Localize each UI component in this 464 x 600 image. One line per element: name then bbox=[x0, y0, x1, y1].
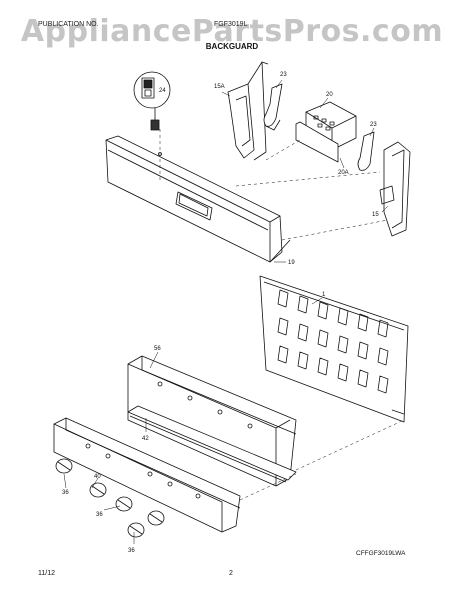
end-bracket-left bbox=[227, 61, 269, 161]
callout-56: 56 bbox=[154, 346, 161, 352]
callout-36-a: 36 bbox=[62, 490, 69, 496]
callout-23-right: 23 bbox=[370, 122, 377, 128]
alignment-lines bbox=[159, 128, 405, 501]
callout-labels: 24 15A 23 20 20A 23 15 19 1 56 42 40 36 … bbox=[62, 72, 379, 554]
bracket-clip-left bbox=[263, 83, 283, 131]
control-module bbox=[295, 101, 357, 163]
callout-36-b: 36 bbox=[96, 512, 103, 518]
callout-42: 42 bbox=[142, 436, 149, 442]
switch-detail bbox=[133, 71, 171, 131]
page-number: 2 bbox=[229, 570, 233, 577]
callout-20: 20 bbox=[326, 92, 333, 98]
callout-15a: 15A bbox=[214, 84, 225, 90]
bracket-clip-right bbox=[357, 131, 375, 171]
footer-date: 11/12 bbox=[38, 570, 55, 577]
callout-15: 15 bbox=[372, 212, 379, 218]
end-bracket-right bbox=[379, 141, 411, 237]
callout-36-c: 36 bbox=[128, 548, 135, 554]
callout-19: 19 bbox=[288, 260, 295, 266]
backguard-panel bbox=[105, 135, 291, 263]
page-title: BACKGUARD bbox=[205, 42, 259, 51]
knob-set bbox=[55, 458, 165, 538]
callout-20a: 20A bbox=[338, 170, 349, 176]
watermark: AppliancePartsPros.com bbox=[20, 14, 444, 49]
control-panel-front bbox=[53, 417, 241, 533]
callout-40: 40 bbox=[94, 474, 101, 480]
manifold-trim bbox=[127, 405, 297, 483]
callout-1: 1 bbox=[322, 292, 326, 298]
rear-panel bbox=[259, 275, 409, 423]
model-label: FGF3019L bbox=[214, 21, 248, 28]
callout-23-left: 23 bbox=[280, 72, 287, 78]
publication-label: PUBLICATION NO. bbox=[38, 21, 99, 28]
callout-24: 24 bbox=[159, 88, 166, 94]
figure-code: CFFGF3019LWA bbox=[356, 550, 406, 557]
leader-lines bbox=[63, 79, 389, 544]
